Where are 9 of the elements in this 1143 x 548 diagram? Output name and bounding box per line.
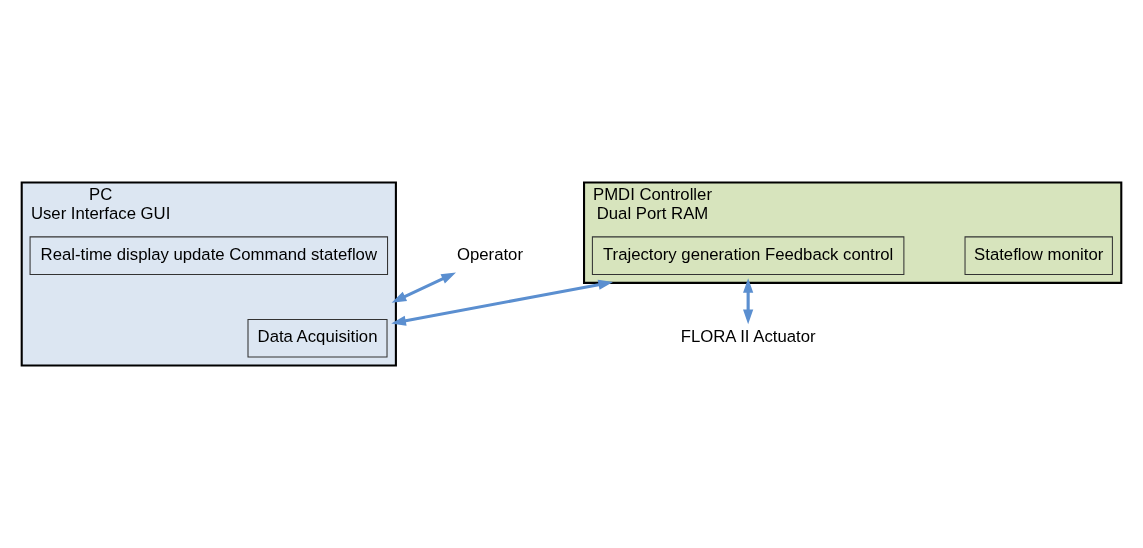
node-text: FLORA II Actuator — [680, 327, 816, 347]
node-box: Trajectory generation Feedback control — [591, 236, 905, 276]
arrow — [743, 278, 754, 325]
node-box: Real-time display update Command stateflow — [29, 236, 389, 276]
node-box: Data Acquisition — [247, 318, 388, 358]
arrow — [391, 272, 456, 303]
arrow — [391, 279, 613, 326]
node-text: Operator — [456, 244, 523, 264]
node-box: Stateflow monitor — [964, 236, 1113, 276]
